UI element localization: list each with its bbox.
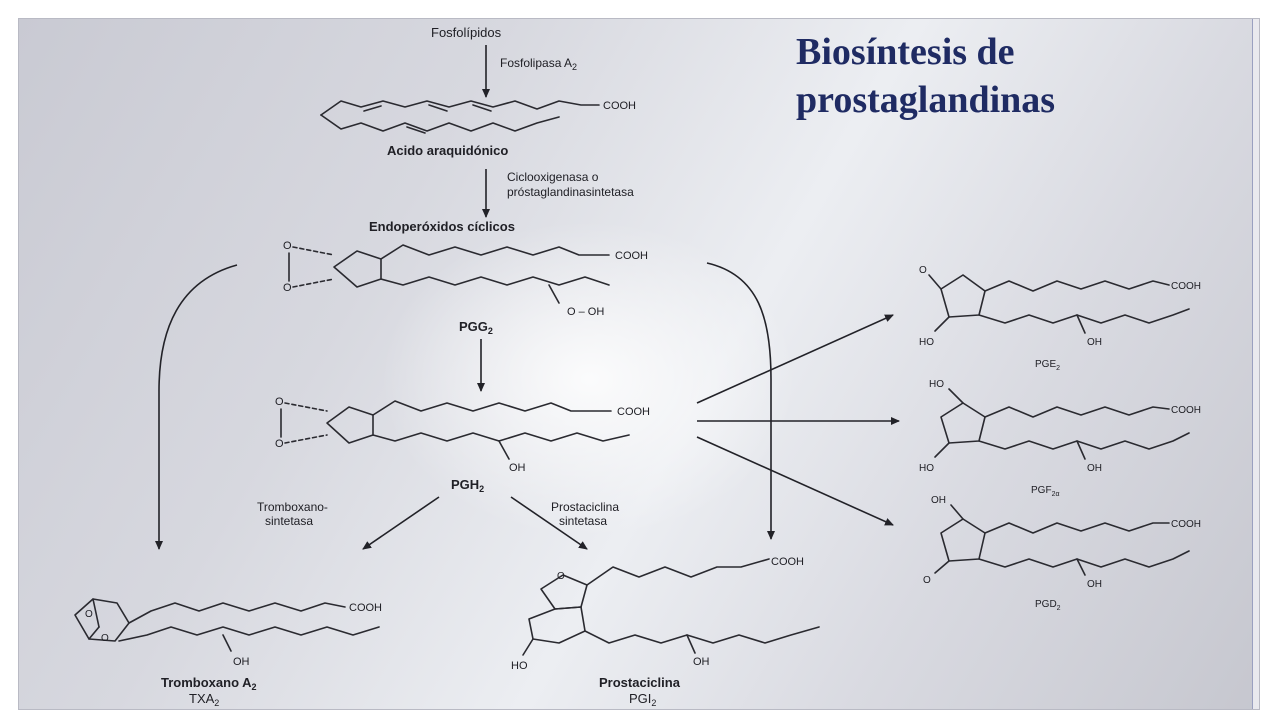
label-acido-araquidonico: Acido araquidónico	[387, 143, 508, 158]
atom-o-txa-2: O	[101, 633, 109, 644]
structure-pgh2	[280, 400, 630, 460]
atom-o-bottom-pgg: O	[283, 282, 292, 294]
atom-o-pgd: O	[923, 575, 931, 586]
label-ciclooxigenasa-1: Ciclooxigenasa o	[507, 170, 599, 184]
structure-pgg2	[288, 244, 610, 304]
arrow-right-curve	[706, 262, 775, 540]
atom-o-bottom-pgh: O	[275, 438, 284, 450]
label-prostaciclina: Prostaciclina	[599, 675, 681, 690]
atom-o-pge: O	[919, 265, 927, 276]
atom-cooh-pgh: COOH	[617, 406, 650, 418]
atom-ho-pge: HO	[919, 337, 934, 348]
arrow-to-prostaciclina	[510, 496, 588, 550]
atom-o-top-pgh: O	[275, 396, 284, 408]
label-pgf2a: PGF2α	[1031, 485, 1060, 498]
arrow-to-pge2	[696, 314, 894, 404]
atom-oh-pgh: OH	[509, 462, 526, 474]
label-tromboxano-sintetasa-2: sintetasa	[265, 514, 313, 528]
label-pgi2: PGI2	[629, 691, 656, 708]
label-prostaciclina-sintetasa-1: Prostaciclina	[551, 500, 619, 514]
structure-pgd2	[934, 504, 1190, 576]
atom-o-pgi: O	[557, 571, 565, 582]
atom-oh-pgf: OH	[1087, 463, 1102, 474]
atom-oh-txa: OH	[233, 656, 250, 668]
atom-cooh-pgf: COOH	[1171, 405, 1201, 416]
label-prostaciclina-sintetasa-2: sintetasa	[559, 514, 607, 528]
label-ciclooxigenasa-2: próstaglandinasintetasa	[507, 185, 634, 199]
structure-pge2	[928, 274, 1190, 334]
label-pgd2: PGD2	[1035, 599, 1061, 612]
slide-title: Biosíntesis de prostaglandinas	[796, 28, 1055, 124]
label-tromboxano-sintetasa-1: Tromboxano-	[257, 500, 328, 514]
label-endoperoxidos: Endoperóxidos cíclicos	[369, 219, 515, 234]
label-fosfolipasa: Fosfolipasa A2	[500, 56, 577, 72]
structure-pgf2a	[934, 388, 1190, 460]
label-tromboxano-a2: Tromboxano A2	[161, 675, 257, 692]
photo-edge	[1252, 19, 1259, 709]
atom-o-txa-1: O	[85, 609, 93, 620]
atom-oh-pgi: OH	[693, 656, 710, 668]
biosynthesis-diagram: Fosfolípidos Fosfolipasa A2 COOH Acido a…	[74, 25, 1201, 708]
label-pgh2: PGH2	[451, 477, 484, 494]
structure-acido-araquidonico	[320, 100, 600, 134]
atom-oh-pge: OH	[1087, 337, 1102, 348]
atom-cooh-txa: COOH	[349, 602, 382, 614]
arrow-to-pgd2	[696, 436, 894, 526]
atom-ooh-pgg: O – OH	[567, 306, 604, 318]
atom-cooh: COOH	[603, 100, 636, 112]
atom-ho-pgf-top: HO	[929, 379, 944, 390]
diagram-photo: Fosfolípidos Fosfolipasa A2 COOH Acido a…	[18, 18, 1260, 710]
structure-tromboxano	[74, 598, 380, 652]
arrow-to-tromboxano	[362, 496, 440, 550]
atom-ho-pgi: HO	[511, 660, 528, 672]
arrow-left-curve	[155, 264, 238, 550]
atom-cooh-pgg: COOH	[615, 250, 648, 262]
label-txa2: TXA2	[189, 691, 219, 708]
label-pge2: PGE2	[1035, 359, 1060, 372]
atom-oh-pgd-top: OH	[931, 495, 946, 506]
slide-title-line-1: Biosíntesis de	[796, 31, 1015, 73]
atom-cooh-pgi: COOH	[771, 556, 804, 568]
slide-title-line-2: prostaglandinas	[796, 79, 1056, 121]
structure-prostaciclina	[522, 558, 820, 656]
atom-o-top-pgg: O	[283, 240, 292, 252]
atom-ho-pgf-bottom: HO	[919, 463, 934, 474]
label-fosfolipidos: Fosfolípidos	[431, 25, 502, 40]
label-pgg2: PGG2	[459, 319, 493, 336]
atom-oh-pgd: OH	[1087, 579, 1102, 590]
atom-cooh-pge: COOH	[1171, 281, 1201, 292]
atom-cooh-pgd: COOH	[1171, 519, 1201, 530]
